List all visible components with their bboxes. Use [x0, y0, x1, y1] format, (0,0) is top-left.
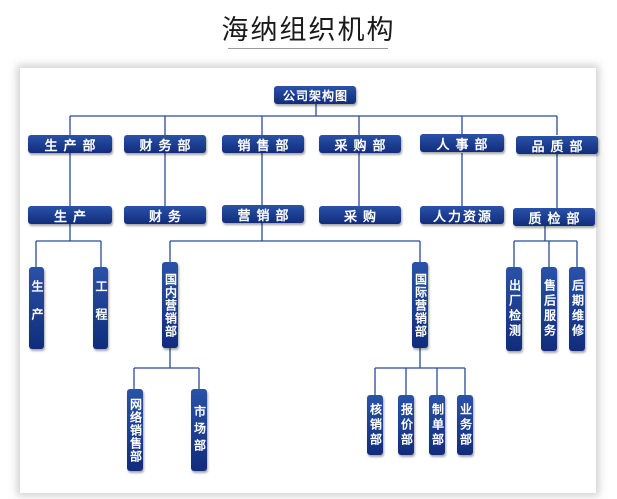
domestic-unit-online-sales: 网络销售部: [127, 389, 143, 471]
dept-procurement: 采购部: [319, 135, 401, 154]
quality-unit-after-sales: 售后服务: [541, 267, 557, 351]
dept-hr: 人事部: [420, 134, 504, 153]
page-title: 海纳组织机构: [221, 15, 396, 46]
intl-unit-quotation: 报价部: [398, 395, 414, 455]
unit-quality-inspection: 质检部: [513, 208, 595, 227]
unit-production: 生产: [28, 206, 112, 225]
domestic-unit-market: 市场部: [191, 389, 207, 471]
root-node: 公司架构图: [274, 86, 356, 104]
intl-unit-documentation: 制单部: [429, 395, 445, 455]
intl-unit-verification: 核销部: [367, 395, 383, 455]
production-unit-engineering: 工程: [93, 267, 108, 349]
dept-production: 生产部: [28, 135, 112, 154]
quality-unit-factory-testing: 出厂检测: [506, 267, 522, 351]
international-sales-division: 国际营销部: [412, 262, 428, 348]
dept-sales: 销售部: [222, 135, 304, 154]
unit-hr: 人力资源: [420, 206, 504, 225]
dept-finance: 财务部: [124, 135, 206, 154]
production-unit-production: 生产: [29, 267, 44, 349]
dept-quality: 品质部: [516, 136, 598, 155]
domestic-sales-division: 国内营销部: [162, 262, 178, 348]
intl-unit-business: 业务部: [457, 395, 473, 455]
unit-finance: 财务: [124, 206, 206, 225]
unit-marketing: 营销部: [222, 205, 304, 224]
unit-procurement: 采购: [319, 206, 401, 225]
title-divider: [228, 48, 388, 49]
quality-unit-maintenance: 后期维修: [569, 267, 585, 351]
